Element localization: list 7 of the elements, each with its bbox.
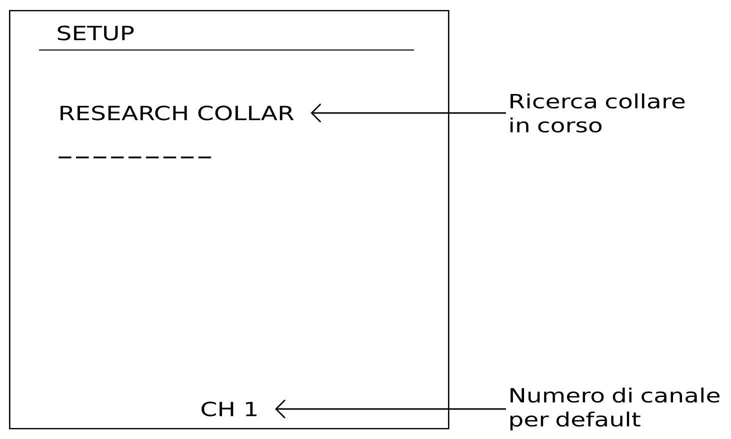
callout-text: Numero di canale per default [510, 388, 720, 430]
screen-text: RESEARCH COLLAR [60, 106, 294, 120]
arrow [275, 400, 506, 418]
screen-text: CH 1 [202, 402, 257, 416]
callout-text: Ricerca collare in corso [510, 93, 685, 133]
blank-field: --------- [58, 156, 212, 158]
arrow [310, 104, 506, 122]
